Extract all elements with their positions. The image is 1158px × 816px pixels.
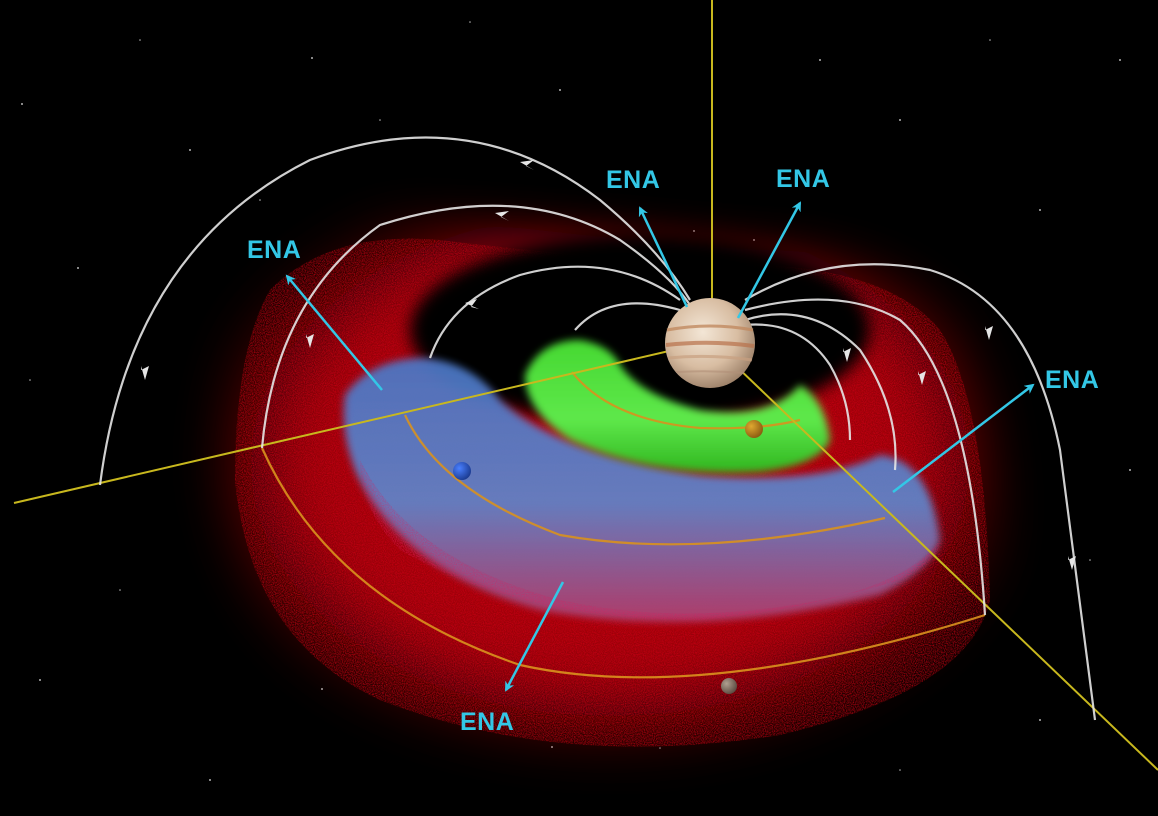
- starfield: [21, 21, 1131, 781]
- ena-label-right: ENA: [1045, 366, 1100, 394]
- magnetic-field-lines: [98, 136, 1097, 721]
- middle-plasma-torus: [343, 358, 940, 622]
- ena-emission-arrows: [285, 201, 1035, 692]
- ena-label-bottom: ENA: [460, 708, 515, 736]
- moon-outer: [721, 678, 737, 694]
- inner-plasma-torus: [525, 340, 830, 473]
- field-direction-arrows: [141, 160, 1076, 570]
- orbit-lines: [260, 371, 986, 679]
- ena-label-top-right: ENA: [776, 165, 831, 193]
- jupiter-planet: [665, 298, 755, 388]
- ena-label-left: ENA: [247, 236, 302, 264]
- moon-inner: [745, 420, 763, 438]
- ena-label-top-left: ENA: [606, 166, 661, 194]
- coordinate-axes: [13, 0, 1158, 771]
- moon-blue: [453, 462, 471, 480]
